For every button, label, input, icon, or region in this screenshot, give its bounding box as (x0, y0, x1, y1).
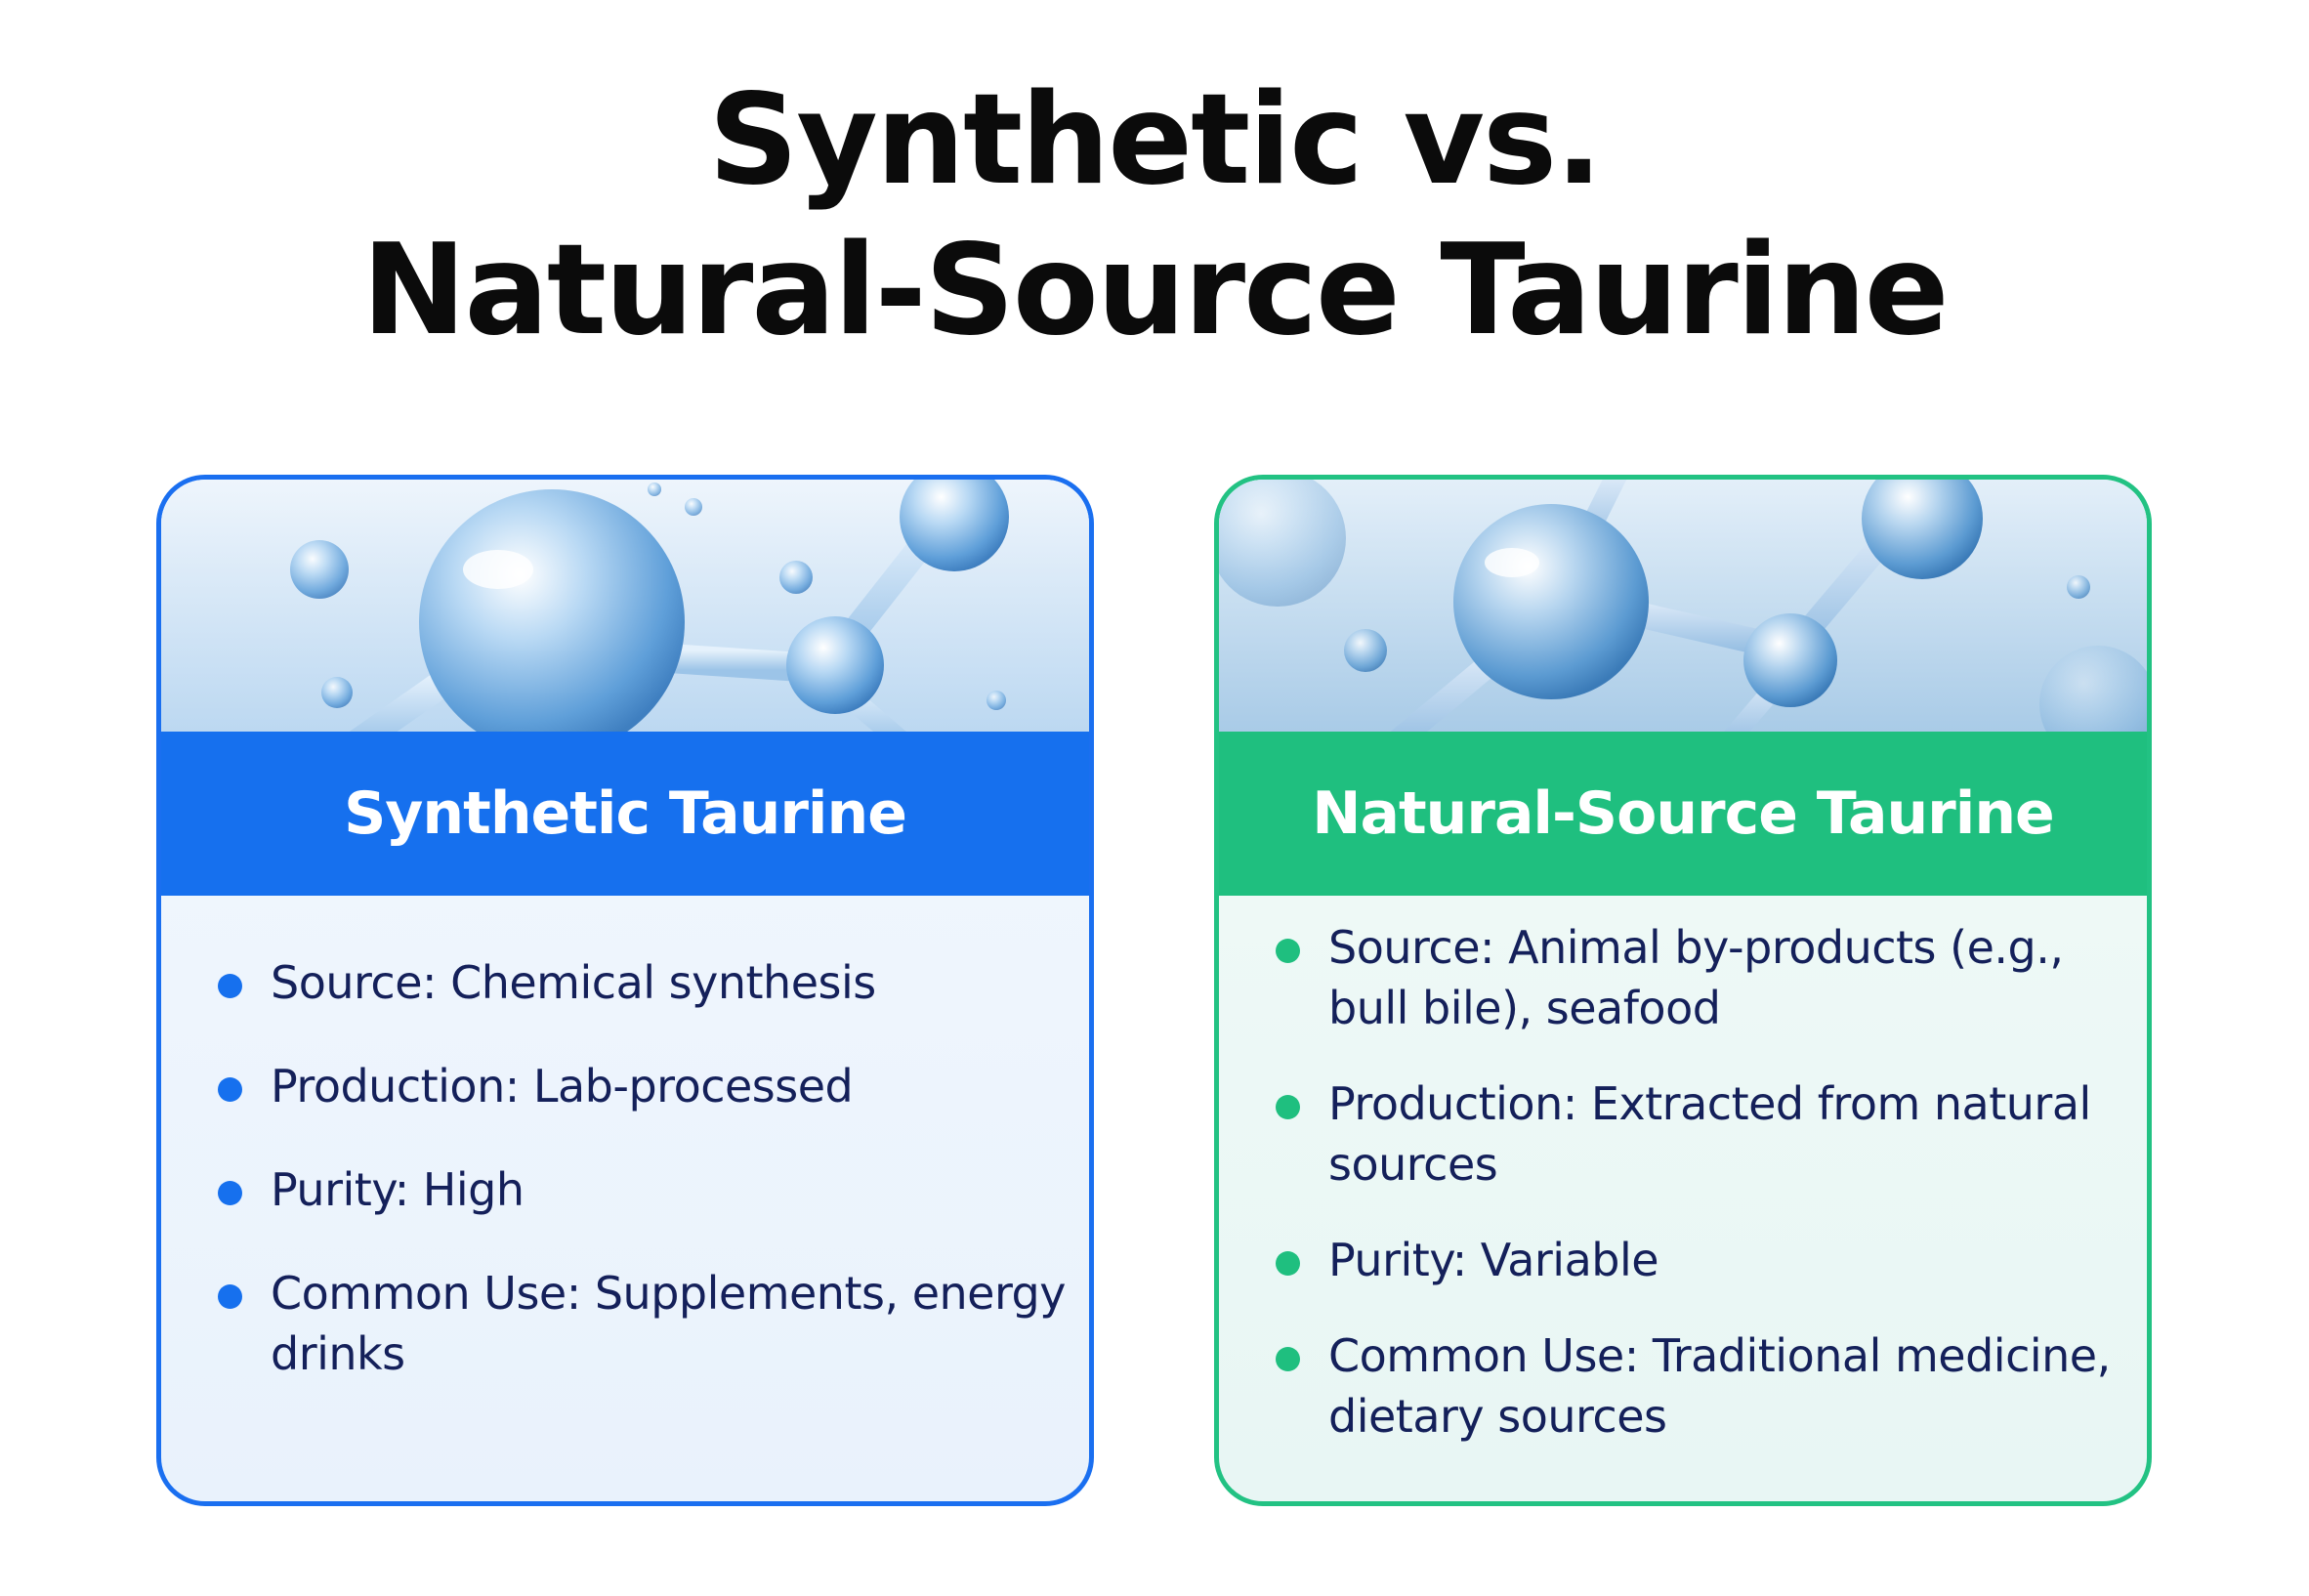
synthetic-taurine-list: Source: Chemical synthesis Production: L… (161, 896, 1089, 1427)
list-item: Production: Lab-processed (161, 1056, 1089, 1116)
list-item-text: Common Use: Traditional medicine, dietar… (1328, 1329, 2111, 1443)
list-item-text: Source: Chemical synthesis (271, 956, 876, 1009)
list-item-text: Common Use: Supplements, energy drinks (271, 1267, 1066, 1380)
natural-source-taurine-card: Natural-Source Taurine Source: Animal by… (1214, 475, 2152, 1506)
bullet-dot-icon (218, 974, 242, 998)
list-item-text: Purity: High (271, 1163, 525, 1216)
bullet-dot-icon (218, 1181, 242, 1205)
list-item-text: Source: Animal by-products (e.g., bull b… (1328, 921, 2064, 1034)
molecule-image (1219, 480, 2147, 732)
list-item-text: Purity: Variable (1328, 1234, 1659, 1286)
bullet-dot-icon (1276, 1347, 1300, 1371)
page-title-line-1: Synthetic vs. (708, 67, 1603, 213)
list-item: Common Use: Traditional medicine, dietar… (1219, 1325, 2147, 1447)
bullet-dot-icon (218, 1077, 242, 1102)
synthetic-taurine-title: Synthetic Taurine (344, 779, 907, 848)
bullet-dot-icon (1276, 1251, 1300, 1276)
natural-source-taurine-title: Natural-Source Taurine (1312, 779, 2054, 848)
list-item: Source: Chemical synthesis (161, 952, 1089, 1013)
list-item: Common Use: Supplements, energy drinks (161, 1263, 1089, 1384)
list-item: Purity: Variable (1219, 1230, 2147, 1290)
bullet-dot-icon (1276, 939, 1300, 963)
list-item-text: Production: Extracted from natural sourc… (1328, 1077, 2091, 1191)
list-item: Purity: High (161, 1159, 1089, 1220)
natural-source-taurine-list: Source: Animal by-products (e.g., bull b… (1219, 896, 2147, 1482)
molecule-image (161, 480, 1089, 732)
page-title-line-2: Natural-Source Taurine (361, 218, 1949, 363)
list-item: Production: Extracted from natural sourc… (1219, 1073, 2147, 1195)
bullet-dot-icon (218, 1284, 242, 1309)
natural-source-taurine-header: Natural-Source Taurine (1219, 732, 2147, 896)
bullet-dot-icon (1276, 1095, 1300, 1119)
synthetic-taurine-card: Synthetic Taurine Source: Chemical synth… (156, 475, 1094, 1506)
list-item: Source: Animal by-products (e.g., bull b… (1219, 917, 2147, 1038)
synthetic-taurine-header: Synthetic Taurine (161, 732, 1089, 896)
list-item-text: Production: Lab-processed (271, 1060, 854, 1113)
